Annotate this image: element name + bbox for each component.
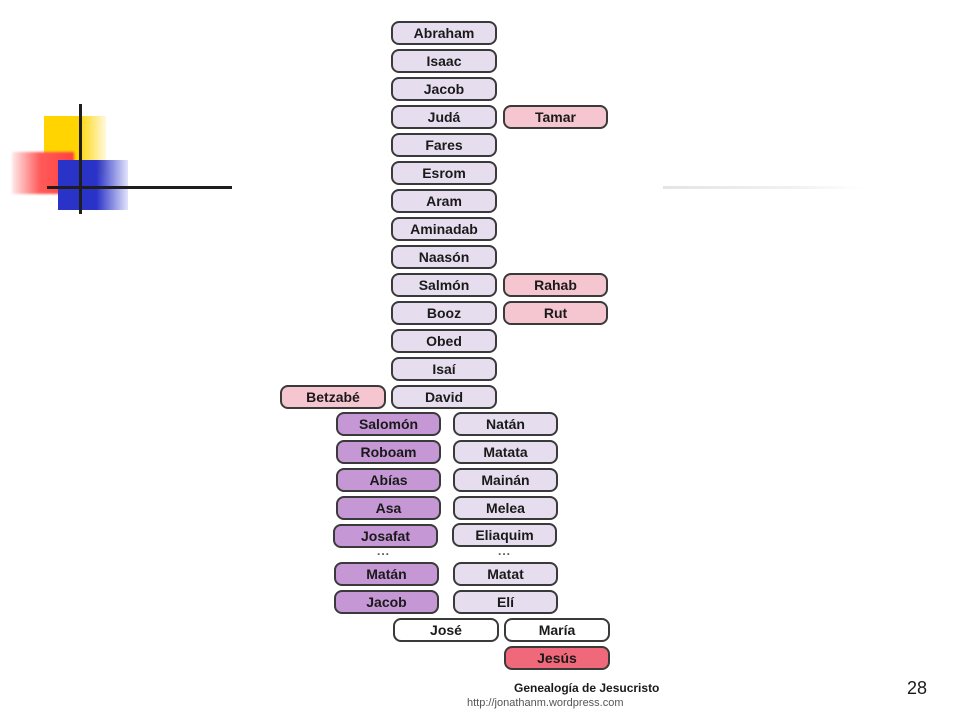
decorative-blue-square: [58, 160, 128, 210]
node-tamar: Tamar: [503, 105, 608, 129]
node-aram: Aram: [391, 189, 497, 213]
node-jacob-solomon-line: Jacob: [334, 590, 439, 614]
node-matan: Matán: [334, 562, 439, 586]
page-number: 28: [907, 678, 928, 698]
node-eli: Elí: [453, 590, 558, 614]
node-jose: José: [393, 618, 499, 642]
node-abias: Abías: [336, 468, 441, 492]
node-eliaquim: Eliaquim: [452, 523, 557, 547]
node-melea: Melea: [453, 496, 558, 520]
node-obed: Obed: [391, 329, 497, 353]
node-naason: Naasón: [391, 245, 497, 269]
node-fares: Fares: [391, 133, 497, 157]
node-booz: Booz: [391, 301, 497, 325]
node-esrom: Esrom: [391, 161, 497, 185]
node-juda: Judá: [391, 105, 497, 129]
node-rahab: Rahab: [503, 273, 608, 297]
node-betzabe: Betzabé: [280, 385, 386, 409]
node-maria: María: [504, 618, 610, 642]
node-isai: Isaí: [391, 357, 497, 381]
decorative-horizontal-line-faded: [663, 186, 863, 189]
node-roboam: Roboam: [336, 440, 441, 464]
node-asa: Asa: [336, 496, 441, 520]
node-salmon: Salmón: [391, 273, 497, 297]
node-josafat: Josafat: [333, 524, 438, 548]
node-isaac: Isaac: [391, 49, 497, 73]
node-jacob: Jacob: [391, 77, 497, 101]
node-abraham: Abraham: [391, 21, 497, 45]
node-matata: Matata: [453, 440, 558, 464]
decorative-vertical-line: [79, 104, 82, 214]
node-aminadab: Aminadab: [391, 217, 497, 241]
solomon-line-ellipsis: ...: [377, 544, 391, 558]
caption-title: Genealogía de Jesucristo: [514, 681, 660, 695]
caption-url: http://jonathanm.wordpress.com: [467, 697, 624, 709]
node-rut: Rut: [503, 301, 608, 325]
node-mainan: Mainán: [453, 468, 558, 492]
node-salomon: Salomón: [336, 412, 441, 436]
node-jesus: Jesús: [504, 646, 610, 670]
node-natan: Natán: [453, 412, 558, 436]
nathan-line-ellipsis: ...: [498, 544, 512, 558]
decorative-horizontal-line: [47, 186, 232, 189]
node-david: David: [391, 385, 497, 409]
node-matat: Matat: [453, 562, 558, 586]
